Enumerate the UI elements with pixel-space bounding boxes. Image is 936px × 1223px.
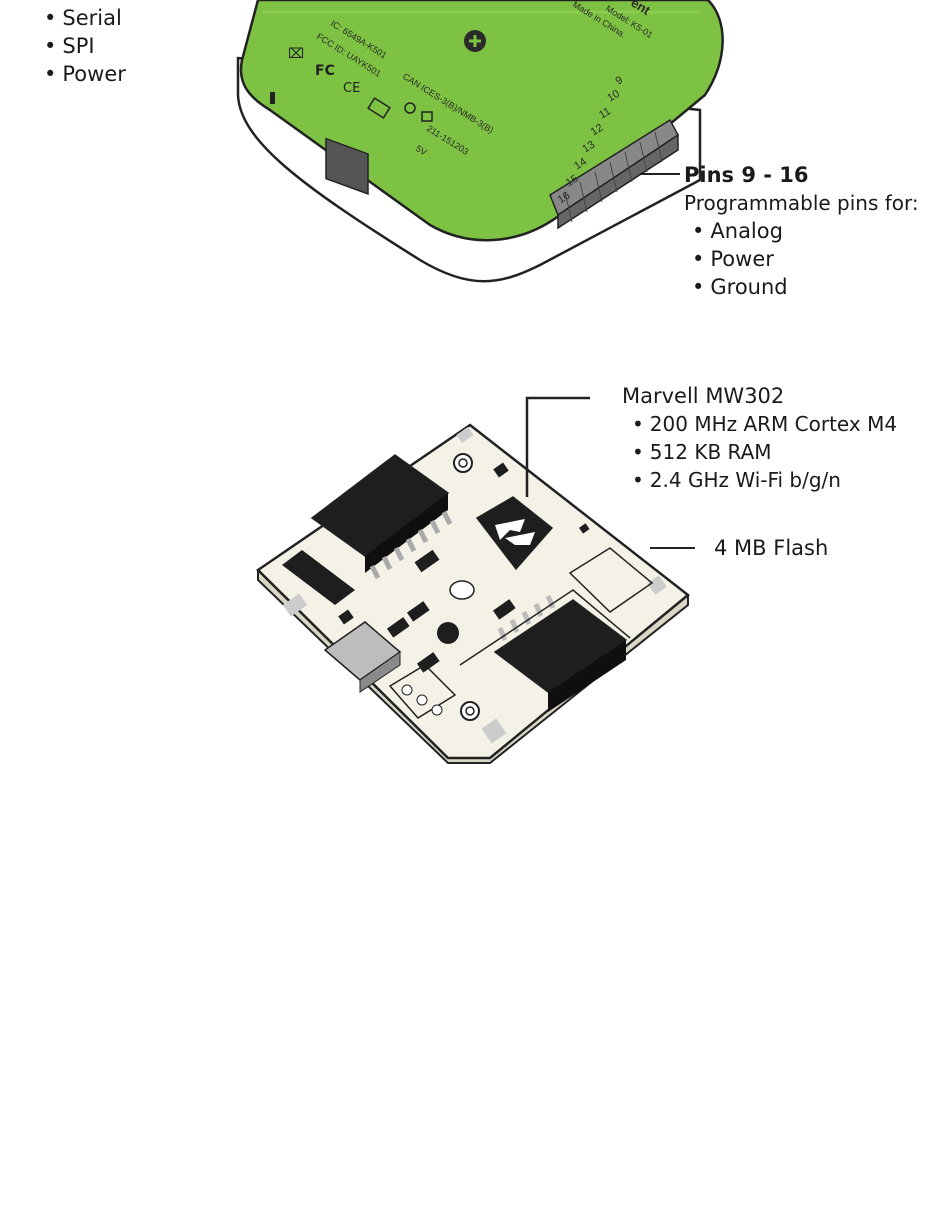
pins-callout-title: Pins 9 - 16 (684, 161, 919, 189)
pins-callout: Pins 9 - 16 Programmable pins for: Analo… (684, 161, 919, 301)
pins-callout-list: Analog Power Ground (692, 217, 919, 301)
chip-callout-title: Marvell MW302 (622, 382, 897, 410)
pins-callout-item: Power (692, 245, 919, 273)
chip-callout-list: 200 MHz ARM Cortex M4 512 KB RAM 2.4 GHz… (632, 410, 897, 494)
weee-icon: ⌧ (288, 46, 304, 62)
pins-callout-subtitle: Programmable pins for: (684, 189, 919, 217)
fcc-icon: FC (315, 63, 335, 79)
green-case: IC: 6549A-K501 FCC ID: UAYK501 CAN ICES-… (238, 0, 723, 281)
chip-callout-item: 512 KB RAM (632, 438, 897, 466)
pins-callout-item: Ground (692, 273, 919, 301)
pins-callout-item: Analog (692, 217, 919, 245)
chip-callout-item: 200 MHz ARM Cortex M4 (632, 410, 897, 438)
chip-callout: Marvell MW302 200 MHz ARM Cortex M4 512 … (622, 382, 897, 494)
flash-callout-label: 4 MB Flash (714, 534, 828, 562)
ce-icon: CE (343, 81, 360, 96)
chip-callout-item: 2.4 GHz Wi-Fi b/g/n (632, 466, 897, 494)
